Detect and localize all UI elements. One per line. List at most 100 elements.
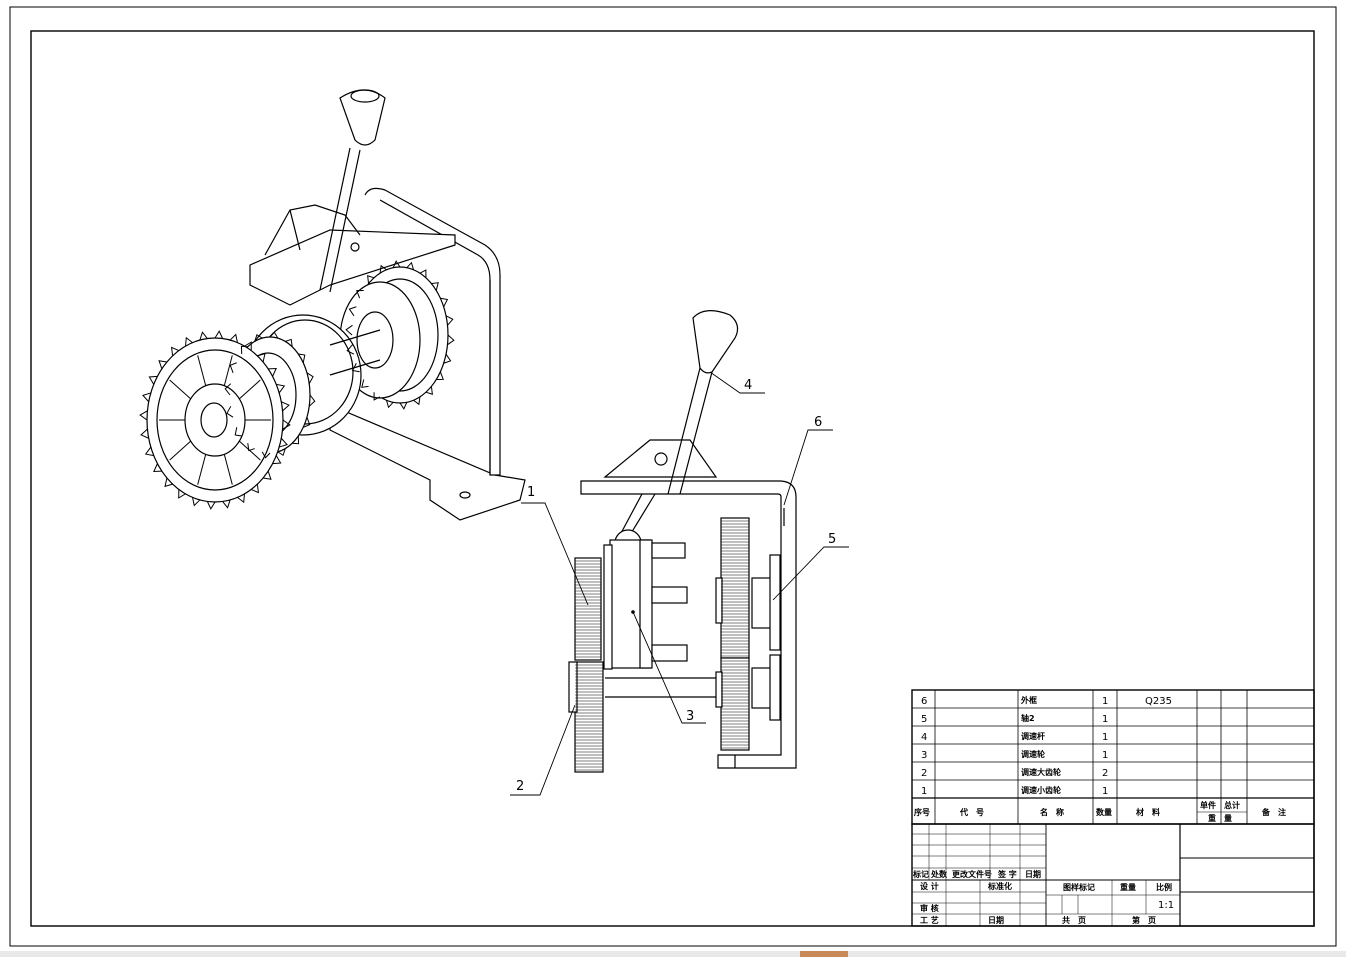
gear-tooth xyxy=(244,341,252,351)
gear-spoke xyxy=(197,355,207,386)
svg-text:数量: 数量 xyxy=(1096,807,1112,817)
gear-tooth xyxy=(292,435,300,445)
gear-tooth xyxy=(184,336,193,347)
leader-dot xyxy=(631,610,635,614)
gear-tooth xyxy=(269,331,279,339)
svg-text:5: 5 xyxy=(921,714,927,725)
gear-teeth xyxy=(139,260,455,510)
gear-tooth xyxy=(356,289,364,299)
gear-tooth xyxy=(406,261,415,270)
svg-text:比例: 比例 xyxy=(1156,882,1172,892)
gear-tooth xyxy=(298,353,306,363)
gear-tooth xyxy=(272,455,282,465)
svg-text:材 料: 材 料 xyxy=(1136,807,1160,817)
svg-text:审 核: 审 核 xyxy=(920,903,939,913)
gear-spoke xyxy=(238,440,261,461)
front-view xyxy=(568,310,797,773)
isometric-view xyxy=(146,89,526,521)
gear-tooth xyxy=(285,338,293,347)
gear-tooth xyxy=(229,333,238,343)
svg-text:外框: 外框 xyxy=(1021,695,1037,705)
gear-tooth xyxy=(247,443,255,452)
title-block-labels: 标记 处数 更改文件号 签 字 日期 设 计 标准化 图样标记 重量 比例 审 … xyxy=(912,869,1174,925)
callout-4: 4 xyxy=(744,378,752,393)
svg-text:处数: 处数 xyxy=(930,869,948,879)
svg-text:1: 1 xyxy=(1102,786,1108,797)
gear-tooth xyxy=(250,484,259,494)
svg-text:共 页: 共 页 xyxy=(1062,915,1086,925)
gear-tooth xyxy=(282,419,291,430)
leader-lines xyxy=(510,371,849,796)
gear-tooth xyxy=(447,334,455,346)
gear-tooth xyxy=(443,353,452,364)
gear-tooth xyxy=(229,362,237,373)
gear-tooth xyxy=(440,297,449,307)
svg-text:1: 1 xyxy=(1102,732,1108,743)
bom-row: 2 调速大齿轮 2 xyxy=(921,767,1108,779)
gear-tooth xyxy=(237,493,246,504)
gear-tooth xyxy=(139,410,148,421)
svg-text:1: 1 xyxy=(1102,714,1108,725)
svg-text:标记: 标记 xyxy=(912,869,929,879)
strip-accent xyxy=(800,951,848,957)
svg-text:重量: 重量 xyxy=(1120,882,1136,892)
svg-text:重 量: 重 量 xyxy=(1208,813,1232,823)
gear-tooth xyxy=(257,352,266,363)
svg-text:标准化: 标准化 xyxy=(987,881,1012,891)
gear-tooth xyxy=(425,386,433,395)
svg-text:调速大齿轮: 调速大齿轮 xyxy=(1021,767,1061,777)
svg-text:调速杆: 调速杆 xyxy=(1021,731,1045,741)
bom-row: 5 轴2 1 xyxy=(921,713,1108,725)
bom-row: 1 调速小齿轮 1 xyxy=(921,785,1108,797)
svg-text:序号: 序号 xyxy=(914,807,930,817)
gear-tooth xyxy=(373,392,381,401)
svg-text:6: 6 xyxy=(921,696,927,707)
gear-tooth xyxy=(431,282,439,291)
gear-tooth xyxy=(224,383,232,396)
gear-tooth xyxy=(178,489,186,499)
inner-frame xyxy=(30,30,1315,927)
callout-1: 1 xyxy=(527,485,535,500)
gear-tooth xyxy=(254,333,263,342)
svg-text:轴2: 轴2 xyxy=(1021,713,1035,723)
gear-tooth xyxy=(413,396,421,406)
bom-row: 6 外框 1 Q235 xyxy=(921,695,1172,707)
svg-text:1: 1 xyxy=(1102,696,1108,707)
gear-tooth xyxy=(262,470,272,480)
bom-row: 4 调速杆 1 xyxy=(921,731,1108,743)
gear-tooth xyxy=(240,345,248,355)
gear-tooth xyxy=(379,264,387,274)
svg-text:总计: 总计 xyxy=(1224,800,1240,810)
gear-tooth xyxy=(153,463,162,473)
svg-text:签 字: 签 字 xyxy=(997,869,1017,879)
svg-text:代 号: 代 号 xyxy=(959,807,984,817)
callout-2: 2 xyxy=(516,779,524,794)
gear-spoke xyxy=(197,454,207,485)
gear-tooth xyxy=(234,427,242,437)
gear-tooth xyxy=(436,371,444,381)
svg-text:3: 3 xyxy=(921,750,927,761)
gear-tooth xyxy=(199,331,208,341)
gear-tooth xyxy=(385,400,394,409)
gear-spoke xyxy=(169,440,192,461)
gear-spoke xyxy=(169,379,192,400)
gear-tooth xyxy=(276,383,286,394)
bottom-strip xyxy=(0,951,1346,957)
gear-tooth xyxy=(279,437,288,448)
outer-frame xyxy=(9,6,1337,947)
gear-tooth xyxy=(144,446,154,457)
svg-text:调速轮: 调速轮 xyxy=(1021,749,1045,759)
svg-text:图样标记: 图样标记 xyxy=(1063,882,1095,892)
bom-row: 3 调速轮 1 xyxy=(921,749,1108,761)
gear-tooth xyxy=(367,275,375,284)
svg-text:单件: 单件 xyxy=(1200,800,1216,810)
callout-5: 5 xyxy=(828,532,836,547)
gear-tooth xyxy=(392,260,401,268)
gear-tooth xyxy=(445,315,454,326)
gear-tooth xyxy=(308,394,316,407)
gear-spoke xyxy=(223,454,233,485)
gear-tooth xyxy=(399,402,408,410)
bom-rows: 6 外框 1 Q235 5 轴2 1 4 调速杆 1 3 调速轮 1 2 调速大… xyxy=(921,695,1172,797)
gear-tooth xyxy=(171,346,180,356)
